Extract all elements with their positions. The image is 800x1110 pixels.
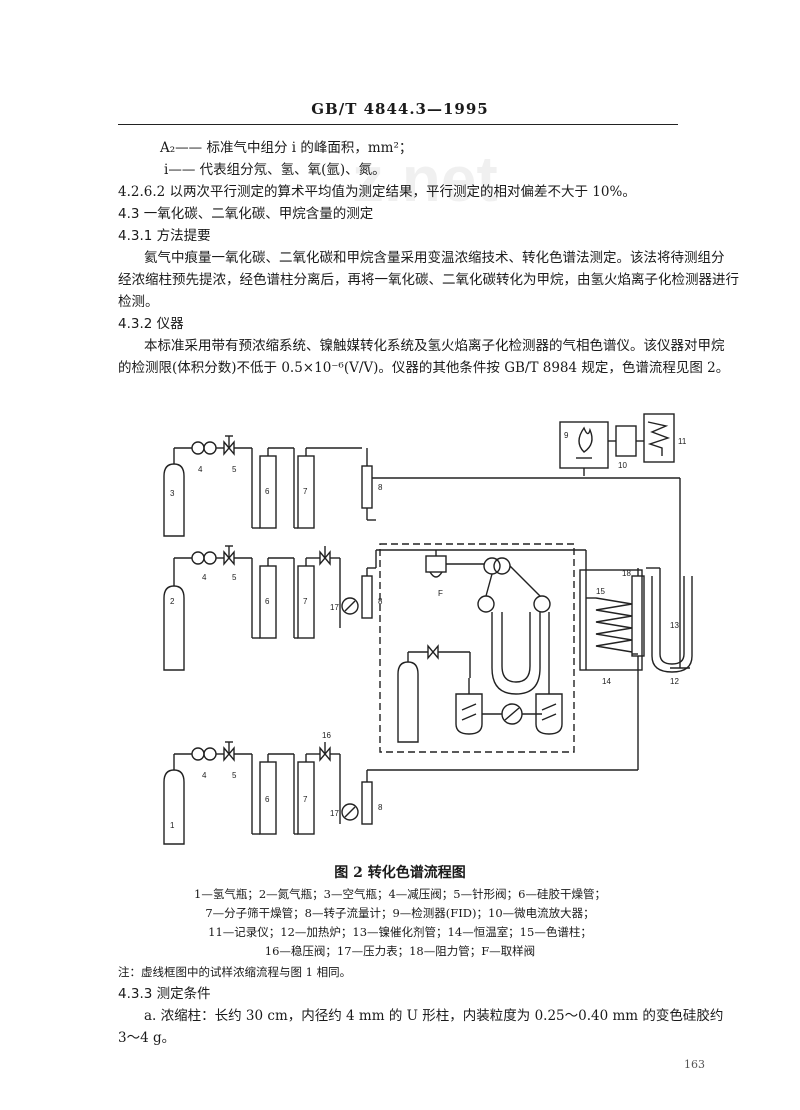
section-4-3-2-heading: 4.3.2 仪器	[118, 316, 184, 332]
pressure-gauge-17	[341, 597, 359, 615]
legend-line-4: 16—稳压阀；17—压力表；18—阻力管；F—取样阀	[264, 944, 536, 958]
inner-gas-cylinder	[397, 661, 419, 743]
label-4c: 4	[202, 771, 207, 780]
para-4-2-6-2: 4.2.6.2 以两次平行测定的算术平均值为测定结果，平行测定的相对偏差不大于 …	[118, 184, 636, 200]
regulator-valve-16	[319, 550, 331, 566]
label-7c: 7	[303, 795, 308, 804]
figure-caption: 图 2 转化色谱流程图	[334, 865, 466, 881]
nickel-catalyst-tube-13	[659, 576, 685, 665]
pressure-reducer-4	[191, 441, 205, 455]
nitrogen-cylinder	[163, 585, 185, 671]
hydrogen-cylinder	[163, 769, 185, 845]
label-9: 9	[564, 431, 569, 440]
legend-line-2: 7—分子筛干燥管；8—转子流量计；9—检测器(FID)；10—微电流放大器；	[205, 906, 595, 920]
label-6b: 6	[265, 597, 270, 606]
sampling-valve-f	[425, 555, 447, 573]
label-15: 15	[596, 587, 605, 596]
label-10: 10	[618, 461, 627, 470]
page-number: 163	[684, 1058, 705, 1071]
cold-trap-left	[455, 693, 483, 735]
label-5c: 5	[232, 771, 237, 780]
cold-trap-right	[535, 693, 563, 735]
definition-a2: A₂—— 标准气中组分 i 的峰面积，mm²；	[160, 140, 413, 156]
definition-i: i—— 代表组分氖、氢、氧(氩)、氮。	[164, 162, 386, 178]
section-4-3-3-heading: 4.3.3 测定条件	[118, 986, 211, 1002]
label-F: F	[438, 589, 443, 598]
recorder-11	[643, 413, 675, 463]
section-4-3-heading: 4.3 一氧化碳、二氧化碳、甲烷含量的测定	[118, 206, 374, 222]
legend-line-3: 11—记录仪；12—加热炉；13—镍催化剂管；14—恒温室；15—色谱柱；	[208, 925, 592, 939]
amplifier-10	[615, 425, 637, 457]
label-8b: 8	[378, 597, 383, 606]
chromatogram-icon	[647, 421, 671, 456]
thermostat-oven-14	[579, 569, 643, 671]
label-6c: 6	[265, 795, 270, 804]
label-8c: 8	[378, 803, 383, 812]
para-4-3-1-line1: 氦气中痕量一氧化碳、二氧化碳和甲烷含量采用变温浓缩技术、转化色谱法测定。该法将待…	[144, 250, 725, 266]
figure-note: 注：虚线框图中的试样浓缩流程与图 1 相同。	[118, 965, 352, 979]
label-17b: 17	[330, 809, 339, 818]
label-13: 13	[670, 621, 679, 630]
label-1: 1	[170, 821, 175, 830]
item-a-line2: 3～4 g。	[118, 1030, 176, 1046]
label-5: 5	[232, 465, 237, 474]
para-4-3-1-line2: 经浓缩柱预先提浓，经色谱柱分离后，再将一氧化碳、二氧化碳转化为甲烷，由氢火焰离子…	[118, 272, 739, 288]
flowmeter-8	[361, 465, 373, 509]
para-4-3-2-line1: 本标准采用带有预浓缩系统、镍触媒转化系统及氢火焰离子化检测器的气相色谱仪。该仪器…	[144, 338, 725, 354]
watermark: z.net	[352, 143, 498, 215]
header-rule	[118, 124, 678, 125]
u-column	[491, 612, 541, 695]
flow-diagram: 3 4 5 6 7 8 9 10 11 2 4 5 6 7 17 8 F 15 …	[163, 413, 693, 845]
flame-icon	[578, 426, 593, 453]
label-6: 6	[265, 487, 270, 496]
section-4-3-1-heading: 4.3.1 方法提要	[118, 228, 211, 244]
needle-valve-5	[223, 440, 235, 456]
para-4-3-2-line2: 的检测限(体积分数)不低于 0.5×10⁻⁶(V/V)。仪器的其他条件按 GB/…	[118, 360, 730, 376]
label-3: 3	[170, 489, 175, 498]
legend-line-1: 1—氢气瓶；2—氮气瓶；3—空气瓶；4—减压阀；5—针形阀；6—硅胶干燥管；	[194, 887, 606, 901]
label-16: 16	[322, 731, 331, 740]
label-14: 14	[602, 677, 611, 686]
label-12: 12	[670, 677, 679, 686]
page-header: GB/T 4844.3—1995	[311, 100, 489, 118]
label-17: 17	[330, 603, 339, 612]
label-5b: 5	[232, 573, 237, 582]
chromatographic-column-15	[595, 597, 633, 653]
para-4-3-1-line3: 检测。	[118, 294, 159, 310]
label-4: 4	[198, 465, 203, 474]
sample-concentration-box	[379, 543, 575, 753]
label-18: 18	[622, 569, 631, 578]
label-7: 7	[303, 487, 308, 496]
heating-furnace-12	[651, 576, 693, 673]
label-11: 11	[678, 437, 687, 446]
label-2: 2	[170, 597, 175, 606]
label-4b: 4	[202, 573, 207, 582]
label-7b: 7	[303, 597, 308, 606]
air-cylinder	[163, 448, 185, 537]
figure-labels: 3 4 5 6 7 8 9 10 11 2 4 5 6 7 17 8 F 15 …	[170, 431, 687, 830]
item-a-line1: a. 浓缩柱：长约 30 cm，内径约 4 mm 的 U 形柱，内装粒度为 0.…	[144, 1008, 724, 1024]
label-8: 8	[378, 483, 383, 492]
